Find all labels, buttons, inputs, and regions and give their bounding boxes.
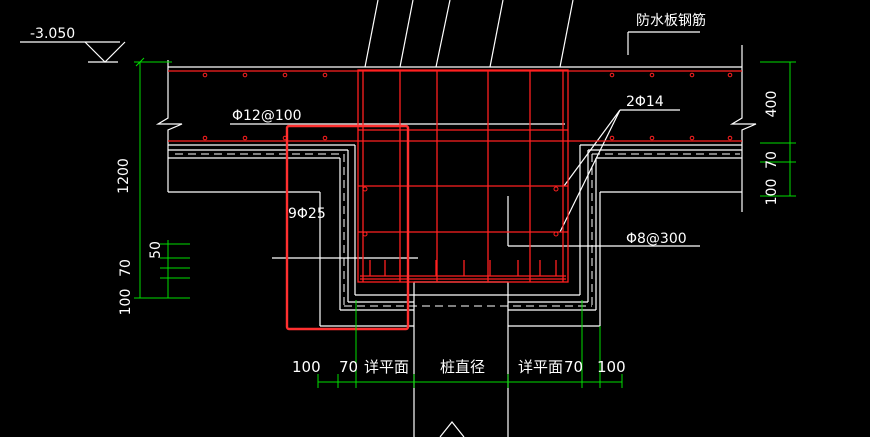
- dim-right-400: 400: [764, 91, 780, 118]
- side-bar-label: 2Φ14: [626, 94, 664, 110]
- rebar-dots: [202, 72, 733, 237]
- main-bar-label: 9Φ25: [288, 206, 326, 222]
- dim-left-70: 70: [118, 259, 134, 277]
- dim-bottom-70-left: 70: [339, 358, 358, 376]
- top-bar-label: Φ12@100: [232, 108, 302, 124]
- dim-right-70: 70: [764, 151, 780, 169]
- rebar-cage: [168, 69, 742, 283]
- concrete-outline: [20, 0, 757, 437]
- dim-bottom-70-right: 70: [564, 358, 583, 376]
- see-plan-left-label: 详平面: [364, 358, 409, 376]
- see-plan-right-label: 详平面: [518, 358, 563, 376]
- dim-left-1200: 1200: [116, 158, 132, 194]
- waterproof-layer-dashed: [175, 153, 740, 307]
- pile-diameter-label: 桩直径: [440, 358, 485, 376]
- dim-right-100: 100: [764, 179, 780, 206]
- dim-bottom-100-right: 100: [597, 358, 626, 376]
- dim-left-50: 50: [148, 241, 164, 259]
- stirrup-label: Φ8@300: [626, 231, 687, 247]
- waterproof-rebar-label: 防水板钢筋: [636, 12, 706, 29]
- dim-left-100: 100: [118, 289, 134, 316]
- dimension-lines: [134, 57, 796, 388]
- highlight-box: [285, 124, 410, 331]
- dim-bottom-100-left: 100: [292, 358, 321, 376]
- elevation-label: -3.050: [30, 26, 75, 42]
